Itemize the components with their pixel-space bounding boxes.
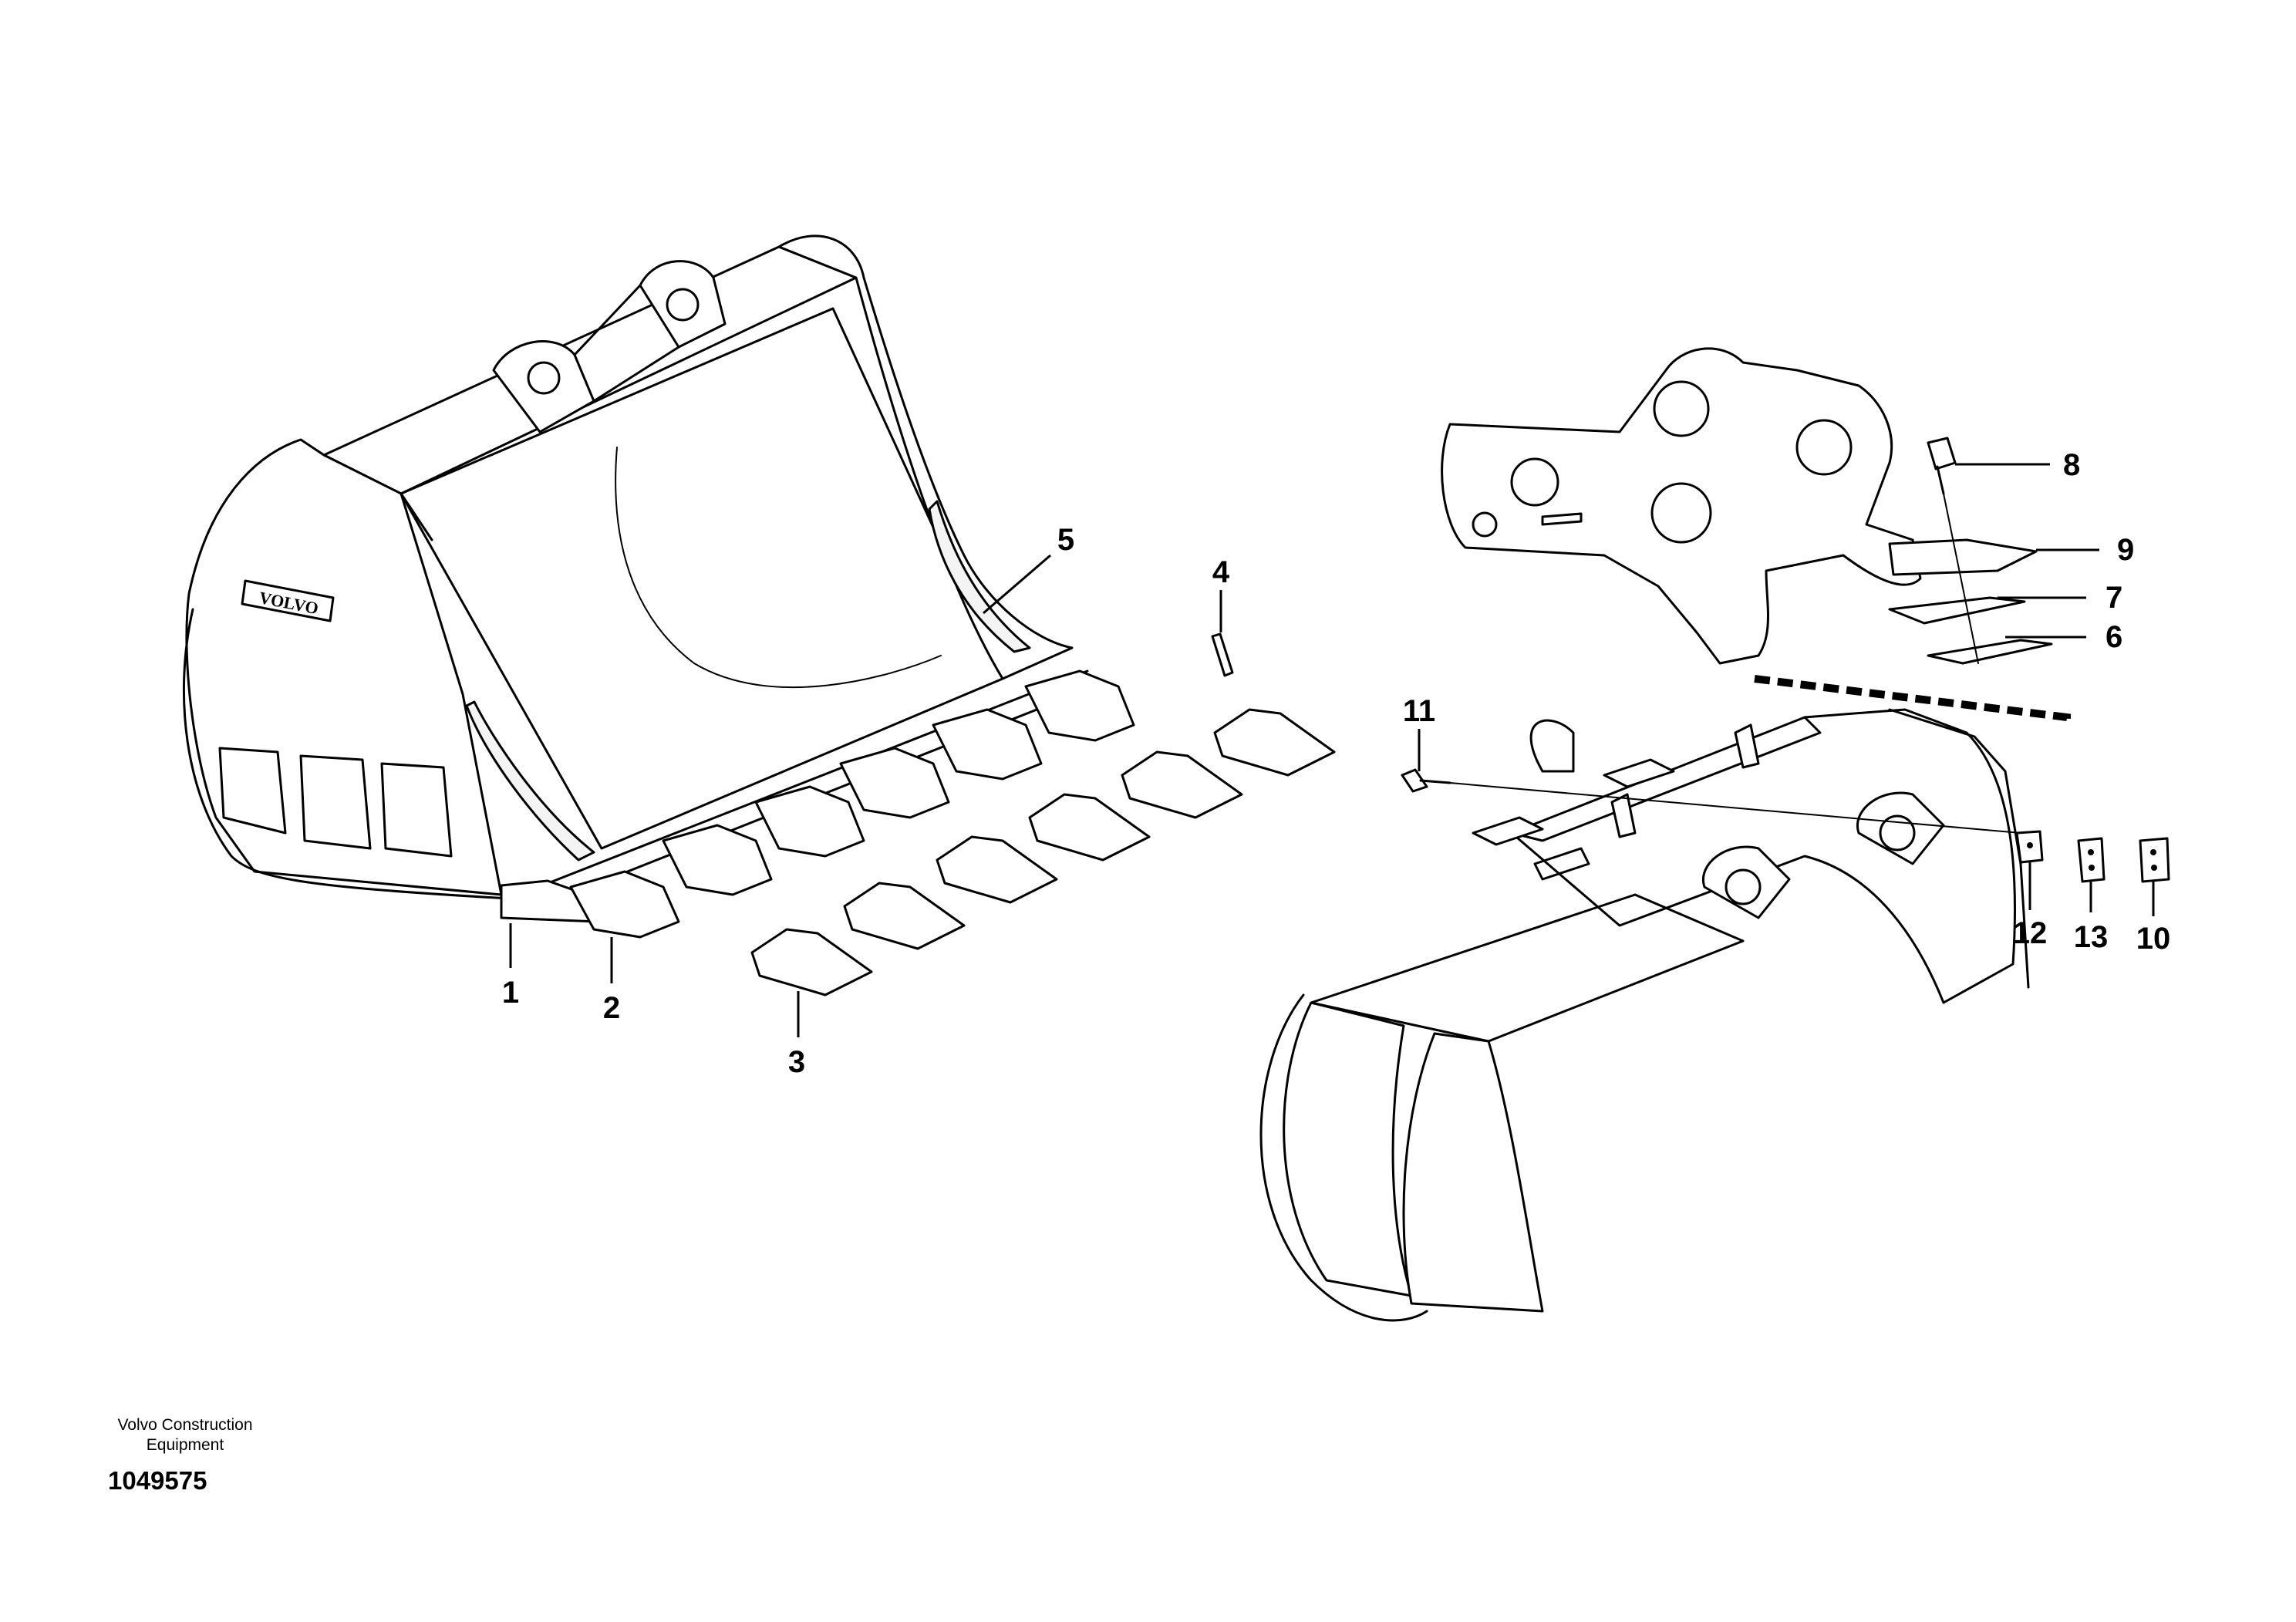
bolt-11-line <box>1449 782 2021 834</box>
callout-9: 9 <box>2117 533 2134 567</box>
brand-line-1: Volvo Construction <box>117 1416 253 1434</box>
nut-12 <box>2015 830 2044 864</box>
callout-2: 2 <box>603 991 620 1025</box>
brand-line-2: Equipment <box>146 1436 224 1454</box>
callout-12: 12 <box>2013 916 2048 950</box>
callout-13: 13 <box>2074 920 2109 954</box>
block-10 <box>2139 837 2170 883</box>
callout-7: 7 <box>2106 581 2122 615</box>
teeth-row <box>750 708 1336 996</box>
callout-10: 10 <box>2136 922 2171 956</box>
bolt-8 <box>1927 437 1957 495</box>
callout-3: 3 <box>788 1045 805 1079</box>
retainer-pin <box>1211 632 1234 677</box>
bucket-right <box>1259 708 2030 1322</box>
bolt-11 <box>1401 768 1451 793</box>
callout-leaders <box>509 463 2155 1037</box>
hanger-bracket <box>1441 347 1922 665</box>
callout-11: 11 <box>1403 694 1435 728</box>
callout-8: 8 <box>2063 448 2080 482</box>
block-13 <box>2077 837 2106 883</box>
adapters-row <box>569 669 1135 939</box>
plate-9 <box>1888 538 2038 576</box>
bucket-left: VOLVO <box>182 234 1135 939</box>
drawing-footer: Volvo Construction Equipment 1049575 <box>93 1415 278 1496</box>
callout-labels: 1 2 3 4 5 6 7 8 9 10 11 12 13 <box>502 448 2170 1079</box>
callout-5: 5 <box>1057 523 1074 557</box>
drawing-number: 1049575 <box>108 1466 207 1495</box>
callout-4: 4 <box>1212 555 1230 589</box>
callout-6: 6 <box>2106 620 2122 654</box>
assembly-dashed-line <box>1754 675 2071 725</box>
callout-1: 1 <box>502 976 519 1010</box>
shim-6 <box>1927 639 2053 665</box>
shim-7 <box>1888 596 2026 625</box>
